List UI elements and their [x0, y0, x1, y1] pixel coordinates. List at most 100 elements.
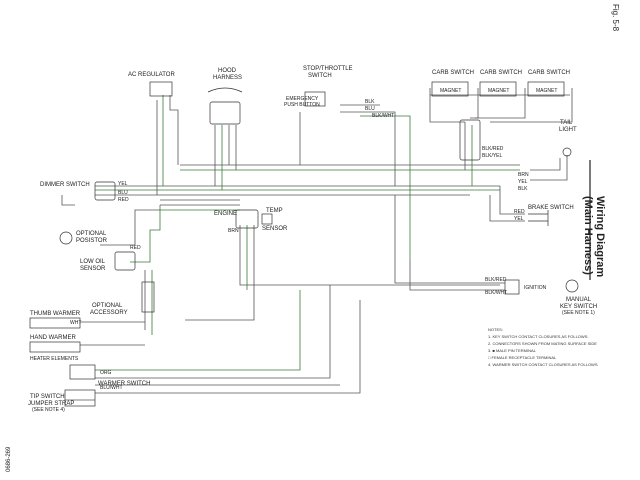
wire-tail-2 — [530, 158, 561, 171]
wire-warm-6 — [95, 300, 361, 394]
wire-label-brn-tail: BRN — [518, 172, 529, 178]
thumb-warmer-box — [29, 317, 81, 329]
wire-ignition-2 — [409, 260, 505, 291]
tip-switch-box — [64, 389, 96, 407]
label-hood-2: HARNESS — [213, 75, 242, 81]
wire-label-red-brake: RED — [514, 209, 525, 215]
wire-ignition-1 — [394, 195, 505, 284]
label-heater-elements: HEATER ELEMENTS — [30, 356, 79, 362]
wire-label-org: ORG — [100, 370, 112, 376]
label-brake: BRAKE SWITCH — [528, 205, 574, 211]
label-posistor-1: OPTIONAL — [76, 231, 107, 237]
wire-label-red-eng: RED — [130, 245, 141, 251]
carb-connector — [459, 119, 481, 161]
warmer-switch-box — [69, 364, 96, 380]
label-ignition: IGNITION — [524, 285, 547, 291]
ac-regulator-box — [149, 81, 173, 97]
wire-lowoil — [130, 205, 161, 263]
label-carb-1: CARB SWITCH — [432, 70, 474, 76]
wire-label-blk-stop: BLK — [365, 99, 375, 105]
label-posistor-2: POSISTOR — [76, 238, 108, 244]
wire-brake-2 — [489, 195, 525, 222]
label-key-1: MANUAL — [566, 297, 592, 303]
hood-harness-brace — [207, 87, 243, 93]
wire-label-wht: WHT — [70, 320, 81, 326]
label-engine: ENGINE — [214, 211, 237, 217]
wire-engine-1 — [239, 225, 500, 286]
note-line: □ FEMALE RECEPTACLE TERMINAL — [488, 355, 557, 360]
label-tail-2: LIGHT — [559, 127, 577, 133]
label-temp-2: SENSOR — [262, 226, 288, 232]
label-emergency-1: EMERGENCY — [286, 96, 319, 102]
wire-stop-3 — [360, 115, 411, 260]
label-emergency-2: PUSH BUTTON — [284, 102, 320, 108]
carb-switch-2-box — [479, 81, 517, 97]
wire-label-blu-dimmer: BLU — [118, 190, 128, 196]
diagram-subtitle: (Main Harness) — [582, 196, 594, 275]
wire-label-blkred-ign: BLK/RED — [485, 277, 507, 283]
engine-connector — [235, 209, 259, 229]
wire-label-bluwht: BLU/WHT — [100, 385, 123, 391]
label-magnet-3: MAGNET — [536, 88, 557, 94]
wire-label-blkwht-ign: BLK/WHT — [485, 290, 507, 296]
wire-label-blkyel-carb: BLK/YEL — [482, 153, 503, 159]
wire-label-red-dimmer: RED — [118, 197, 129, 203]
wire-label-blkred-carb: BLK/RED — [482, 146, 504, 152]
wire-dimmer — [61, 195, 75, 206]
note-line: 2. CONNECTORS SHOWN FROM MATING SURFACE … — [488, 341, 597, 346]
wire-label-yel-brake: YEL — [514, 216, 524, 222]
wire-label-blkwht-stop: BLK/WHT — [372, 113, 394, 119]
label-warmer-switch: WARMER SWITCH — [98, 381, 150, 387]
note-line: 4. WARMER SWITCH CONTACT CLOSURES AS FOL… — [488, 362, 598, 367]
note-line: 1. KEY SWITCH CONTACT CLOSURES AS FOLLOW… — [488, 334, 589, 339]
label-hand-warmer: HAND WARMER — [30, 335, 76, 341]
wire-carb-4 — [475, 88, 526, 119]
label-jumper-2: (SEE NOTE 4) — [32, 407, 65, 413]
wire-label-blu-stop: BLU — [365, 106, 375, 112]
ignition-connector — [504, 279, 520, 295]
accessory-connector — [141, 281, 155, 313]
wire-color-labels: YEL BLU RED BLK BLU BLK/WHT BLK/RED BLK/… — [70, 99, 529, 391]
carb-switch-3-box — [527, 81, 565, 97]
label-ac-regulator: AC REGULATOR — [128, 72, 175, 78]
wire-label-blk-tail: BLK — [518, 186, 528, 192]
posistor-connector — [114, 251, 136, 271]
dimmer-connector — [94, 181, 116, 201]
label-lowoil-1: LOW OIL — [80, 259, 106, 265]
hand-warmer-box — [29, 341, 81, 353]
label-magnet-1: MAGNET — [440, 88, 461, 94]
wire-brake-1 — [499, 186, 525, 215]
wire-carb-5 — [490, 88, 573, 123]
label-carb-2: CARB SWITCH — [480, 70, 522, 76]
wire-tail — [530, 155, 568, 181]
wire-harness — [61, 88, 573, 401]
label-lowoil-2: SENSOR — [80, 266, 106, 272]
brake-switch-symbol — [528, 210, 549, 226]
wire-label-brn-eng: BRN — [228, 228, 239, 234]
label-thumb-warmer: THUMB WARMER — [30, 311, 81, 317]
label-key-3: (SEE NOTE 1) — [562, 310, 595, 316]
key-switch-symbol — [565, 279, 579, 293]
wire-stop-2 — [340, 111, 396, 186]
stop-switch-box — [304, 91, 326, 107]
wire-label-yel-dimmer: YEL — [118, 181, 128, 187]
wire-carb-3 — [470, 88, 479, 119]
label-jumper-1: JUMPER STRAP — [28, 401, 74, 407]
label-carb-3: CARB SWITCH — [528, 70, 570, 76]
label-stop-2: SWITCH — [308, 73, 332, 79]
wire-carb-2 — [429, 88, 465, 123]
posistor-symbol — [59, 231, 73, 245]
label-dimmer: DIMMER SWITCH — [40, 182, 90, 188]
label-accessory-1: OPTIONAL — [92, 303, 123, 309]
label-stop-1: STOP/THROTTLE — [303, 66, 353, 72]
hood-connector — [209, 101, 241, 125]
label-tail-1: TAIL — [560, 120, 573, 126]
wire-engine-3 — [185, 225, 255, 321]
components — [29, 81, 591, 407]
tail-light-symbol — [562, 147, 572, 157]
label-accessory-2: ACCESSORY — [90, 310, 128, 316]
wire-posistor — [100, 209, 160, 246]
labels: AC REGULATOR HOOD HARNESS STOP/THROTTLE … — [28, 66, 597, 413]
carb-switch-1-box — [431, 81, 469, 97]
